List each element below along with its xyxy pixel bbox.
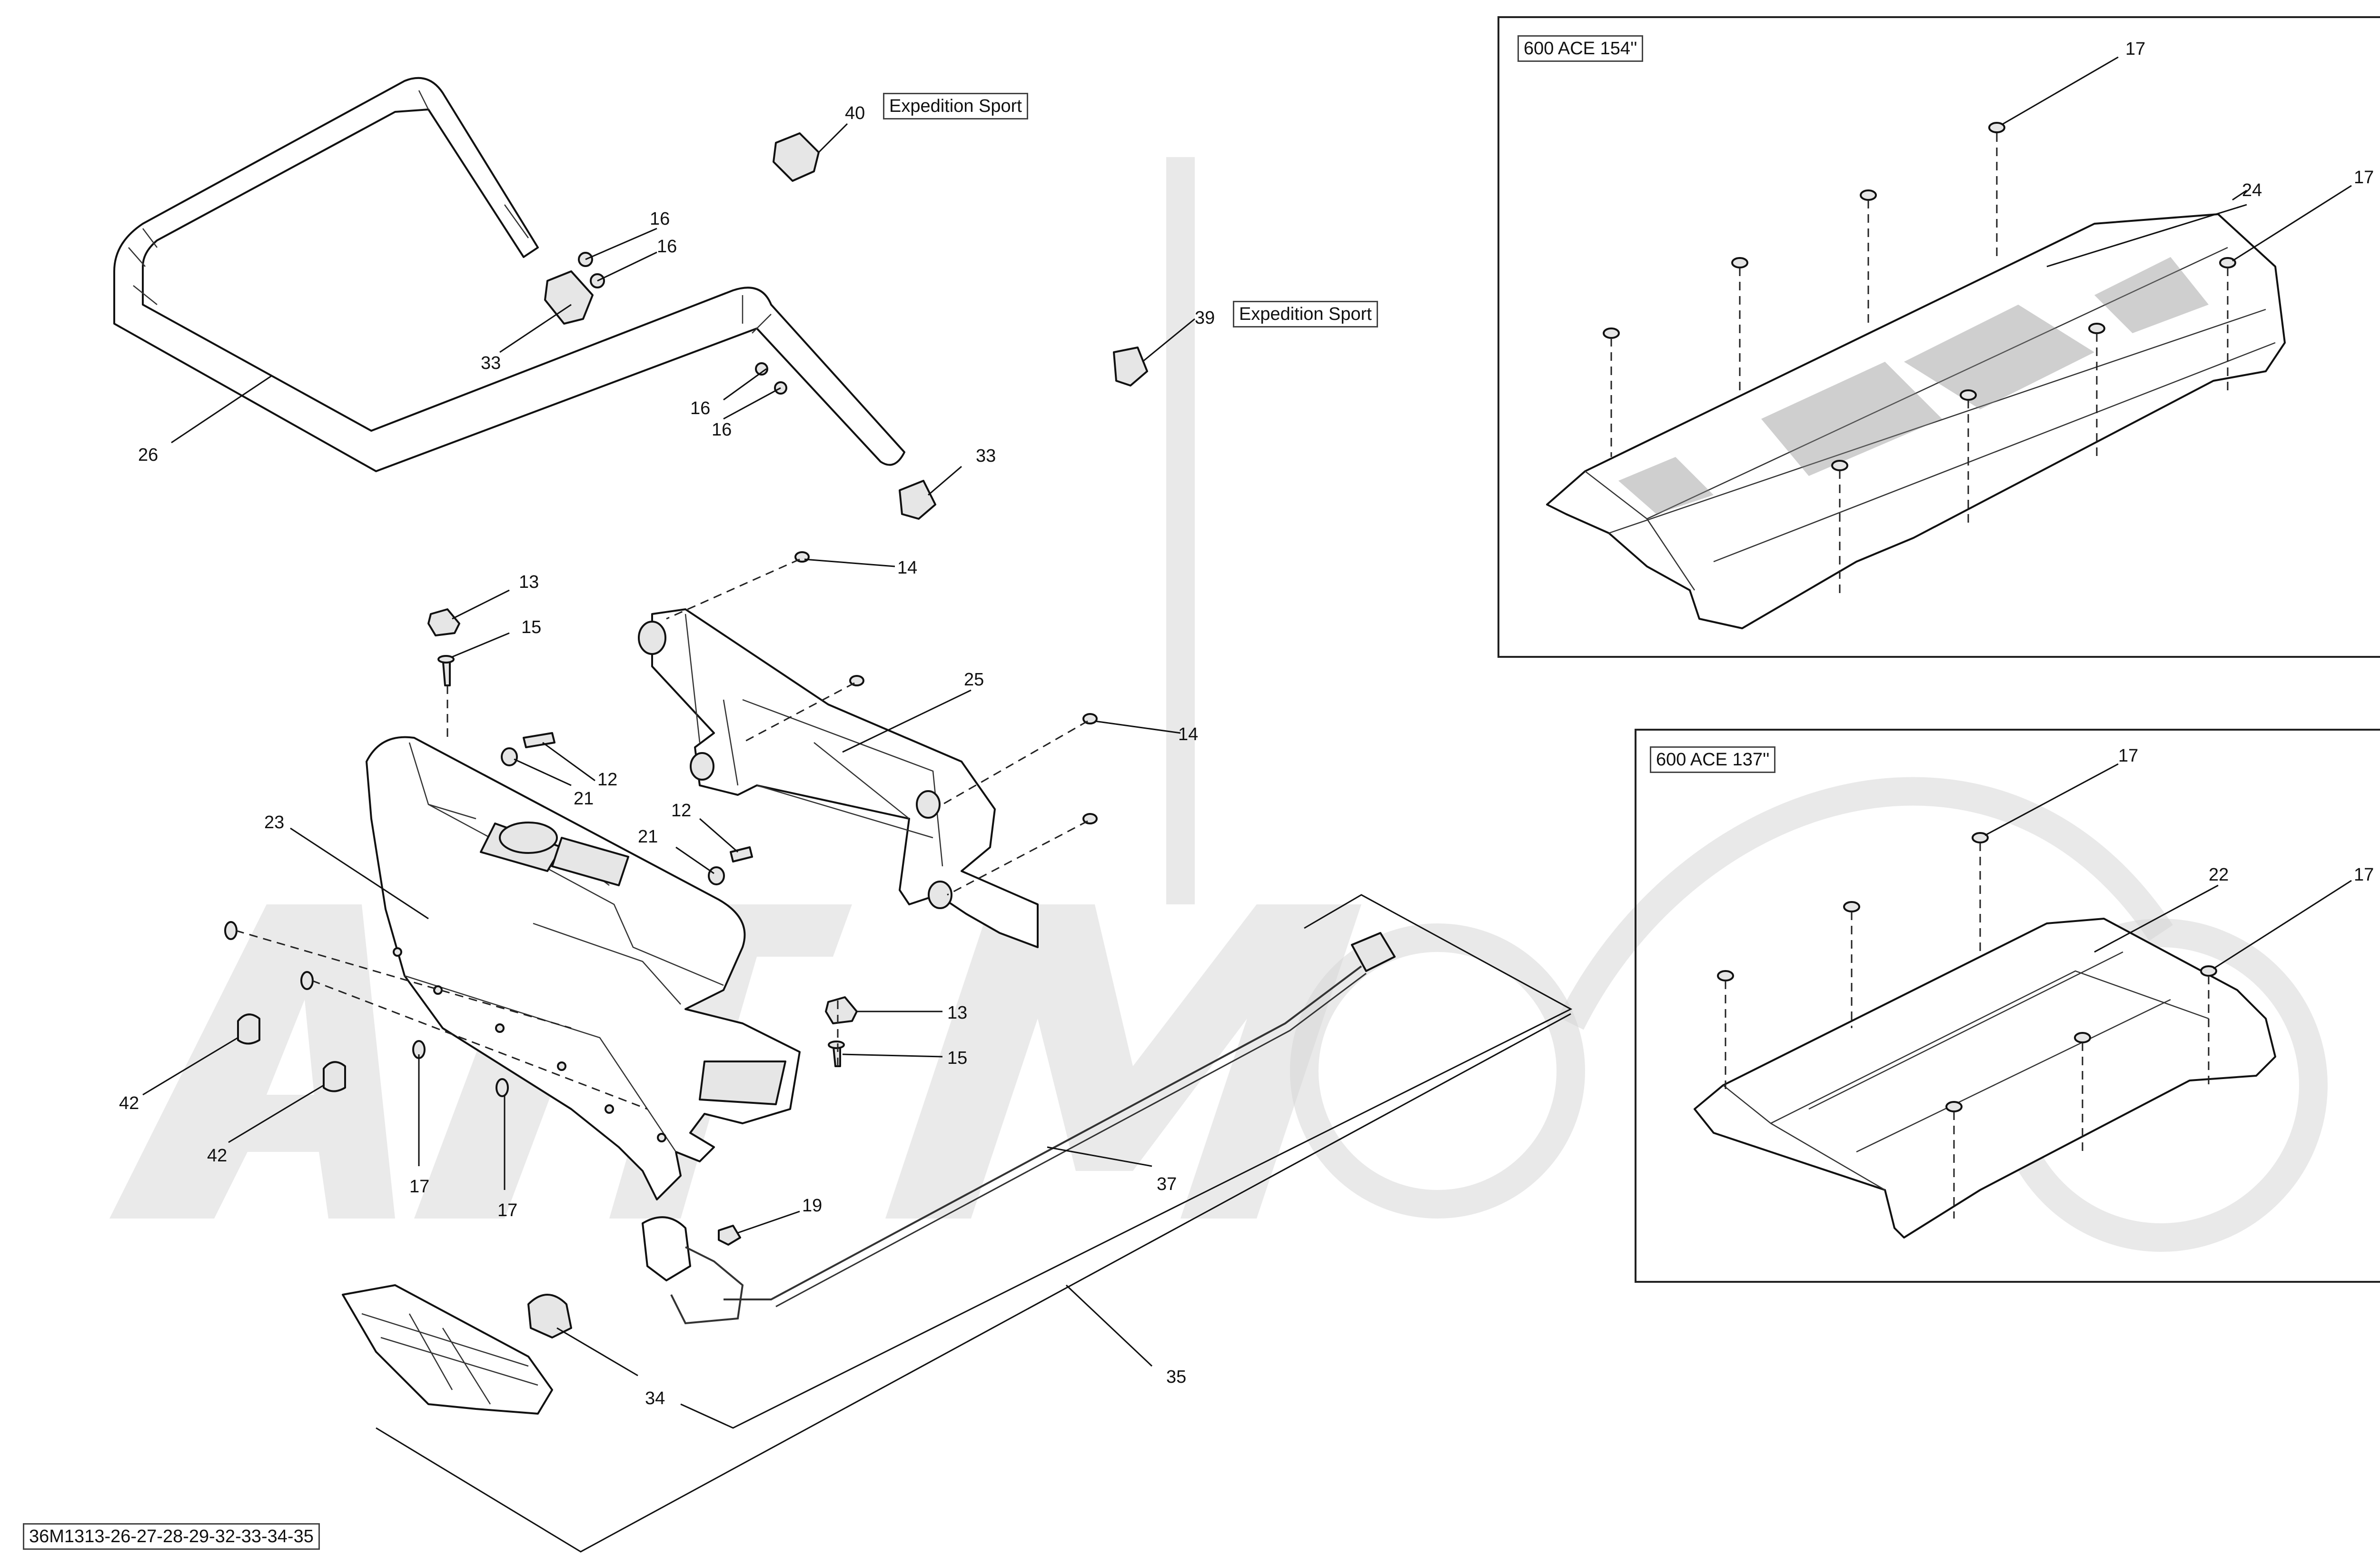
- callout-16: 16: [712, 420, 732, 440]
- callout-21: 21: [574, 789, 594, 809]
- hardware-parts: [224, 551, 1098, 1246]
- callout-39: 39: [1195, 308, 1215, 328]
- callout-17: 17: [497, 1200, 517, 1220]
- bracket-part-25: [638, 608, 1039, 948]
- callout-14: 14: [1178, 724, 1198, 744]
- option-label-part-39: Expedition Sport: [1233, 301, 1378, 327]
- callout-16: 16: [690, 398, 710, 418]
- option-label-part-40: Expedition Sport: [883, 93, 1028, 119]
- running-board-part-24: [1546, 213, 2286, 629]
- tail-panel-part-23: [366, 736, 801, 1200]
- callout-22: 22: [2209, 865, 2229, 885]
- callout-13: 13: [519, 572, 539, 592]
- tail-light-assembly: [342, 1284, 572, 1415]
- handlebar-part-26: [113, 77, 905, 472]
- callout-37: 37: [1157, 1174, 1177, 1194]
- callout-14: 14: [897, 558, 917, 578]
- callout-17: 17: [2125, 39, 2145, 59]
- callout-24: 24: [2242, 180, 2262, 200]
- callout-15: 15: [947, 1048, 967, 1068]
- variant-label-upper: 600 ACE 154'': [1517, 35, 1644, 62]
- callout-23: 23: [264, 813, 284, 833]
- group-brackets: [376, 894, 1573, 1553]
- callout-42: 42: [119, 1093, 139, 1113]
- variant-label-lower: 600 ACE 137'': [1650, 746, 1776, 773]
- fasteners-top: [544, 132, 1148, 520]
- callout-17: 17: [2354, 168, 2374, 188]
- callout-17: 17: [409, 1177, 429, 1197]
- callout-13: 13: [947, 1003, 967, 1023]
- callout-17: 17: [2354, 865, 2374, 885]
- callout-33: 33: [976, 446, 996, 466]
- callouts: 40 16 16 33 26 39 16 16 33 14 13 15 25 1…: [119, 39, 2374, 1408]
- pushpins-insets: [1603, 122, 2236, 1112]
- callout-25: 25: [964, 670, 984, 690]
- callout-12: 12: [671, 801, 691, 821]
- callout-21: 21: [638, 827, 658, 847]
- callout-12: 12: [597, 770, 617, 790]
- callout-42: 42: [207, 1146, 227, 1166]
- wiring-harness-part-37: [642, 932, 1396, 1325]
- callout-26: 26: [138, 445, 158, 465]
- assembly-lines: [235, 133, 2229, 1219]
- callout-19: 19: [802, 1196, 822, 1216]
- callout-16: 16: [657, 237, 677, 257]
- callout-34: 34: [645, 1388, 665, 1408]
- running-board-part-22: [1694, 918, 2276, 1239]
- inset-frame-lower: [1635, 729, 2380, 1283]
- leader-lines: [142, 56, 2352, 1377]
- callout-17: 17: [2118, 746, 2138, 766]
- callout-33: 33: [481, 353, 501, 373]
- callout-40: 40: [845, 103, 865, 123]
- callout-16: 16: [650, 209, 670, 229]
- callout-15: 15: [521, 617, 541, 637]
- callout-35: 35: [1166, 1367, 1186, 1387]
- inset-frame-upper: [1497, 16, 2380, 658]
- drawing-id: 36M1313-26-27-28-29-32-33-34-35: [23, 1523, 320, 1550]
